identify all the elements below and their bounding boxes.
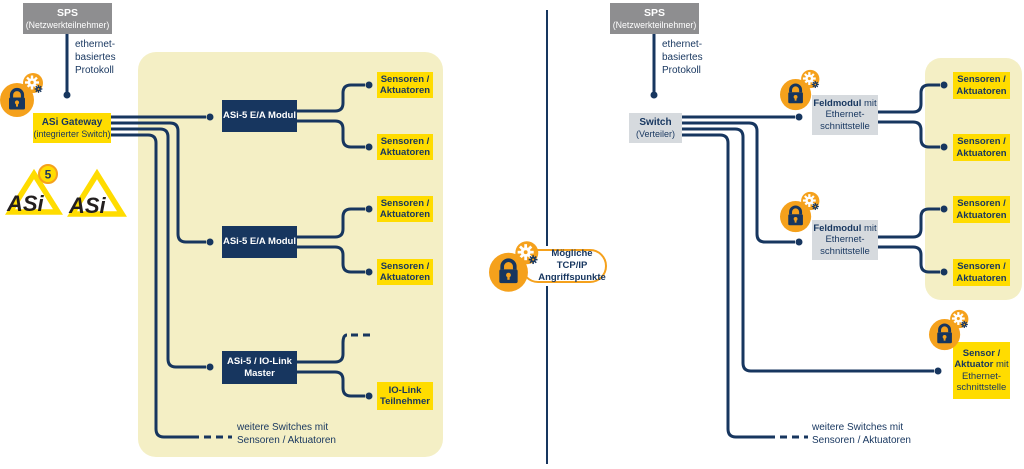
sensors-actuators-box-right-3: Sensoren / Aktuatoren [953, 196, 1010, 223]
sensors-actuators-box-right-4: Sensoren / Aktuatoren [953, 259, 1010, 286]
wire-m1-sensor2 [297, 119, 365, 149]
asi5-ea-module-1: ASi-5 E/A Modul [222, 100, 297, 132]
sensors-actuators-box-left-2: Sensoren / Aktuatoren [377, 134, 433, 160]
field-module-2-rest: mit Ethernet- schnittstelle [820, 223, 877, 257]
iolink-device-box: IO-Link Teilnehmer [377, 382, 433, 410]
field-module-1-label: Feldmodul mit Ethernet- schnittstelle [813, 98, 876, 132]
wire-sw-sensoractuator [682, 127, 934, 373]
more-switches-label-left: weitere Switches mit Sensoren / Aktuator… [237, 422, 336, 447]
sensor-actuator-bold: Sensor / Aktuator [954, 348, 1001, 371]
tcp-ip-attack-points-label: Mögliche TCP/IP Angriffspunkte [538, 248, 606, 283]
wire-endpoint-dots [63, 81, 948, 400]
sensors-actuators-label: Sensoren / Aktuatoren [956, 261, 1007, 284]
wire-master-stub [297, 333, 348, 364]
sps-subtitle-right: (Netzwerkteilnehmer) [612, 19, 697, 30]
security-lock-icon-legend [489, 239, 544, 294]
sensors-actuators-box-left-1: Sensoren / Aktuatoren [377, 72, 433, 98]
asi-gateway-box: ASi Gateway (integrierter Switch) [33, 113, 111, 143]
asi-gateway-title: ASi Gateway [41, 116, 103, 128]
sensors-actuators-label: Sensoren / Aktuatoren [956, 136, 1007, 159]
sensors-actuators-box-right-1: Sensoren / Aktuatoren [953, 72, 1010, 99]
asi-logo: ASi [67, 168, 127, 218]
sensors-actuators-box-left-3: Sensoren / Aktuatoren [377, 196, 433, 222]
security-lock-icon-field2 [780, 190, 824, 234]
sensors-actuators-box-left-4: Sensoren / Aktuatoren [377, 259, 433, 285]
sps-box-right: SPS (Netzwerkteilnehmer) [610, 3, 699, 34]
sps-box-left: SPS (Netzwerkteilnehmer) [23, 3, 112, 34]
wire-m2-sensor3 [297, 207, 365, 239]
wire-sw-more [682, 133, 775, 439]
wire-f2-sensor3 [878, 207, 940, 239]
sensors-actuators-label: Sensoren / Aktuatoren [379, 260, 431, 283]
asi5-logo-badge: 5 [45, 168, 52, 182]
wire-f2-sensor4 [878, 245, 940, 274]
switch-box: Switch (Verteiler) [629, 113, 682, 143]
sensors-actuators-label: Sensoren / Aktuatoren [379, 197, 431, 220]
wire-gw-master [110, 127, 206, 369]
sps-title-right: SPS [643, 7, 665, 20]
asi-gateway-subtitle: (integrierter Switch) [33, 128, 111, 139]
sensor-actuator-ethernet-box: Sensor / Aktuator mit Ethernet- schnitts… [953, 342, 1010, 399]
iolink-device-label: IO-Link Teilnehmer [380, 384, 430, 407]
wire-m1-sensor1 [297, 83, 365, 113]
wire-master-iolink [297, 370, 365, 398]
sps-subtitle-left: (Netzwerkteilnehmer) [25, 19, 110, 30]
ethernet-protocol-label-right: ethernet- basiertes Protokoll [662, 39, 703, 77]
field-module-box-2: Feldmodul mit Ethernet- schnittstelle [812, 220, 878, 260]
field-module-box-1: Feldmodul mit Ethernet- schnittstelle [812, 95, 878, 135]
security-lock-icon-gateway [0, 71, 48, 119]
asi5-logo: ASi 5 [5, 164, 63, 216]
wire-f1-sensor2 [878, 120, 940, 149]
sensors-actuators-box-right-2: Sensoren / Aktuatoren [953, 134, 1010, 161]
asi5-ea-module-1-label: ASi-5 E/A Modul [222, 110, 296, 122]
sensors-actuators-label: Sensoren / Aktuatoren [956, 74, 1007, 97]
wire-m2-sensor4 [297, 245, 365, 274]
field-module-1-bold: Feldmodul [813, 98, 862, 110]
wire-gw-module2 [110, 121, 206, 244]
wire-f1-sensor1 [878, 83, 940, 114]
sensors-actuators-label: Sensoren / Aktuatoren [379, 73, 431, 96]
sensor-actuator-rest: mit Ethernet- schnittstelle [956, 359, 1009, 393]
ethernet-protocol-label-left: ethernet- basiertes Protokoll [75, 39, 116, 77]
sensor-actuator-ethernet-label: Sensor / Aktuator mit Ethernet- schnitts… [954, 348, 1008, 393]
asi5-ea-module-2: ASi-5 E/A Modul [222, 226, 297, 258]
asi-logo-text: ASi [68, 193, 107, 218]
field-module-2-bold: Feldmodul [813, 223, 862, 235]
field-module-1-rest: mit Ethernet- schnittstelle [820, 98, 877, 132]
more-switches-label-right: weitere Switches mit Sensoren / Aktuator… [812, 422, 911, 447]
sensors-actuators-label: Sensoren / Aktuatoren [956, 198, 1007, 221]
asi5-ea-module-2-label: ASi-5 E/A Modul [222, 236, 296, 248]
field-module-2-label: Feldmodul mit Ethernet- schnittstelle [813, 223, 876, 257]
asi5-iolink-master: ASi-5 / IO-Link Master [222, 351, 297, 384]
wire-gw-more [110, 133, 199, 439]
asi5-logo-text: ASi [6, 191, 45, 216]
wire-sw-field2 [682, 121, 795, 244]
switch-title: Switch [639, 116, 672, 128]
sps-title-left: SPS [56, 7, 78, 20]
security-lock-icon-field1 [780, 68, 824, 112]
switch-subtitle: (Verteiler) [635, 128, 675, 139]
sensors-actuators-label: Sensoren / Aktuatoren [379, 135, 431, 158]
security-lock-icon-sensor-actuator [929, 308, 973, 352]
asi5-iolink-master-label: ASi-5 / IO-Link Master [227, 356, 292, 379]
